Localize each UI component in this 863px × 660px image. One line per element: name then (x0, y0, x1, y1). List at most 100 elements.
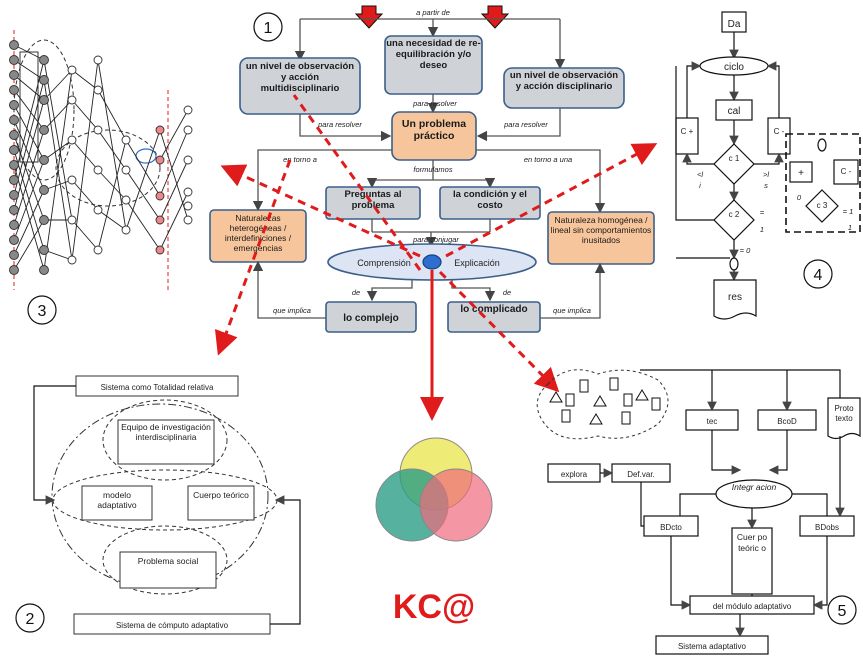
network-node (121, 225, 131, 235)
disciplinary-text: un nivel de observación y acción discipl… (509, 70, 619, 92)
exploration-shape (561, 409, 571, 423)
network-edge (71, 99, 99, 131)
exploration-shape (623, 393, 633, 407)
plus-text: + (798, 168, 804, 179)
c2-text: c 2 (729, 210, 740, 219)
network-node (9, 175, 19, 185)
label-para-conjugar: para conjugar (412, 235, 459, 244)
number-3-circle (27, 295, 57, 325)
network-edge (97, 129, 127, 171)
number-2-circle (15, 603, 45, 633)
one-label: 1 (760, 225, 764, 234)
venn-diagram (375, 437, 493, 542)
network-edge (71, 139, 99, 171)
network-edge (13, 159, 45, 241)
number-3: 3 (38, 303, 47, 320)
network-edge (43, 69, 73, 271)
social-problem-text: Problema social (137, 556, 199, 566)
network-node (9, 100, 19, 110)
number-5: 5 (838, 603, 847, 620)
model-text: modelo adaptativo (97, 490, 137, 510)
network-edge (71, 179, 99, 211)
calc-node: cal (728, 106, 741, 117)
exploration-shape (651, 397, 661, 411)
panel-5-adaptive-system: explora Def.var. tec BcoD Proto texto In… (536, 369, 861, 655)
network-node (183, 105, 193, 115)
number-1: 1 (264, 20, 273, 37)
right-entry-arrow (480, 5, 510, 29)
center-node-icon (422, 254, 442, 270)
c-minus-text: C - (774, 127, 785, 136)
condition-text: la condición y el costo (453, 189, 527, 211)
network-edge (97, 209, 127, 231)
red-dashed-arrows (214, 94, 658, 421)
theory-text: Cuerpo teórico (193, 490, 249, 500)
zero-label: 0 (797, 193, 802, 202)
exploration-shape (593, 395, 607, 407)
kca-logo: KC@ (393, 588, 475, 626)
homogeneous-nature-text: Naturaleza homogénea / lineal sin compor… (550, 215, 652, 245)
network-edge (13, 164, 45, 271)
network-node (9, 190, 19, 200)
network-node (155, 125, 165, 135)
network-node (39, 265, 49, 275)
panel-4-flowchart: Da ciclo cal c 1 c 2 res C + C - <l i >l… (675, 11, 861, 320)
explora-node: explora (561, 470, 588, 479)
team-text: Equipo de investigación interdisciplinar… (121, 422, 211, 442)
network-edge (159, 129, 189, 221)
network-node (9, 145, 19, 155)
number-5-circle (827, 595, 857, 625)
bdcto-node: BDcto (660, 523, 682, 532)
need-text: una necesidad de re-equilibración y/o de… (386, 38, 481, 71)
network-edge (159, 109, 189, 161)
system-totality-text: Sistema como Totalidad relativa (101, 383, 214, 392)
number-4-circle (803, 259, 833, 289)
label-a-partir-de: a partir de (416, 8, 450, 17)
network-edge (125, 199, 161, 251)
eq0-label: = 0 (740, 246, 751, 255)
s-label: s (764, 181, 768, 190)
panel-3-network-graph (9, 30, 193, 290)
red-arrow-to-panel-2 (214, 159, 292, 356)
network-node (67, 255, 77, 265)
questions-text: Preguntas al problema (344, 189, 402, 211)
label-formulamos: formulamos (413, 165, 452, 174)
bdobs-node: BDobs (815, 523, 839, 532)
network-node (9, 160, 19, 170)
network-node (39, 95, 49, 105)
label-para-resolver-right: para resolver (503, 120, 548, 129)
eq1-label: = 1 (843, 207, 854, 216)
network-edge (159, 191, 189, 251)
label-para-resolver-center: para resolver (412, 99, 457, 108)
network-node (155, 191, 165, 201)
left-entry-arrow (354, 5, 384, 29)
exploration-shape (635, 389, 649, 401)
label-que-implica-right: que implica (553, 306, 591, 315)
network-edge (13, 129, 45, 226)
network-node (155, 245, 165, 255)
defvar-node: Def.var. (627, 470, 655, 479)
problem-text: Un problema práctico (401, 118, 467, 142)
gt-label: >l (763, 170, 769, 179)
number-1-circle (253, 12, 283, 42)
comprehension-label: Comprensión (357, 258, 411, 268)
network-node (67, 175, 77, 185)
venn-circle-red (419, 468, 493, 542)
social-problem-box (119, 551, 217, 589)
adaptive-system-node: Sistema adaptativo (678, 642, 747, 651)
problem-box (391, 111, 477, 161)
network-node (183, 187, 193, 197)
network-edge (13, 44, 45, 61)
theory-box (187, 485, 255, 521)
network-edge (13, 99, 45, 211)
red-line-up-left (292, 94, 422, 271)
network-node (9, 205, 19, 215)
network-node (183, 125, 193, 135)
lt-label: <l (697, 170, 703, 179)
network-node (9, 235, 19, 245)
number-2: 2 (26, 611, 35, 628)
network-edge (97, 89, 127, 141)
network-node (93, 125, 103, 135)
network-node (67, 135, 77, 145)
exploration-shape (549, 391, 563, 403)
